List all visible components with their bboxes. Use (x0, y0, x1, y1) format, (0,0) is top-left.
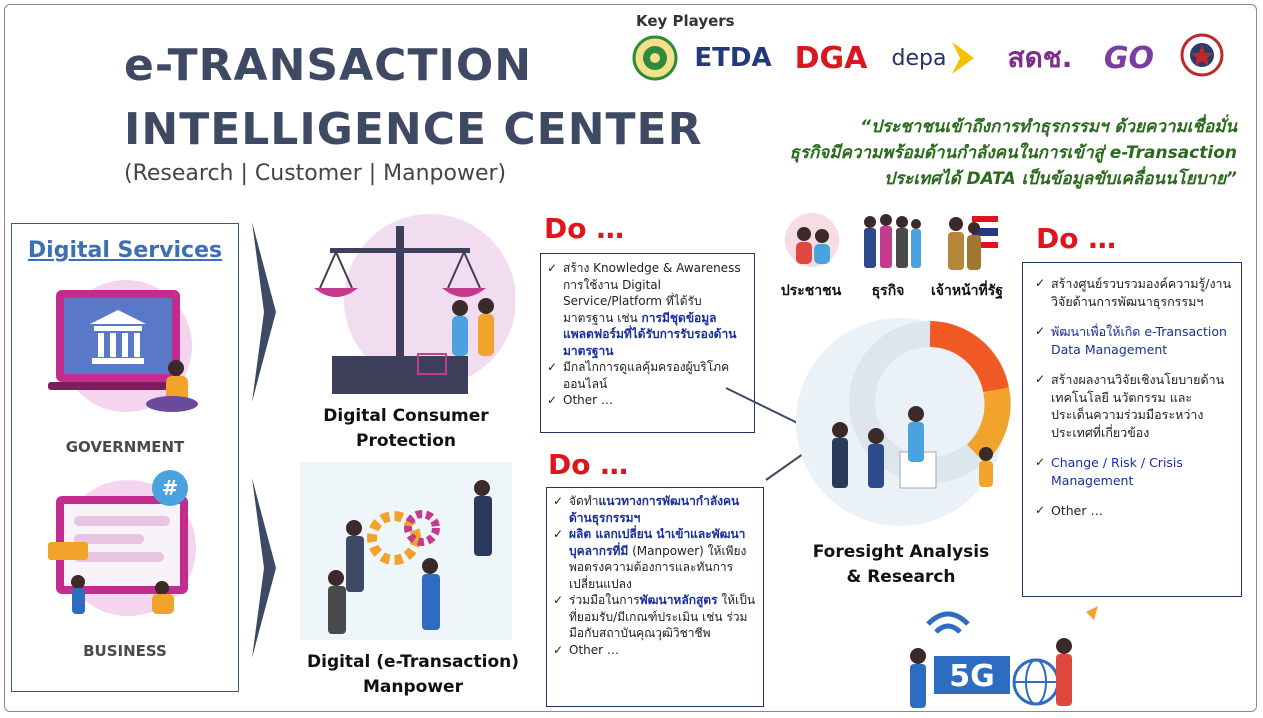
page-title-line1: e-TRANSACTION (124, 40, 533, 91)
key-players-title: Key Players (636, 12, 735, 30)
manpower-label-line2: Manpower (363, 677, 463, 697)
list-item: ร่วมมือในการพัฒนาหลักสูตร ให้เป็นที่ยอมร… (547, 592, 757, 642)
quote-line-3: ประเทศได้ DATA เป็นข้อมูลขับเคลื่อนนโยบา… (884, 169, 1237, 189)
list-item: ผลิต แลกเปลี่ยน นำเข้าและพัฒนาบุคลากรที่… (547, 526, 757, 592)
institute-emblem-logo (1180, 33, 1224, 77)
list-item: จัดทำแนวทางการพัฒนากำลังคนด้านธุรกรรมฯ (547, 493, 757, 526)
digital-services-title: Digital Services (27, 238, 223, 263)
manpower-illustration (296, 458, 516, 644)
foresight-label-line1: Foresight Analysis (812, 542, 990, 562)
vision-quote: “ประชาชนเข้าถึงการทำธุรกรรมฯ ด้วยความเชื… (597, 114, 1238, 192)
svg-text:#: # (162, 476, 179, 500)
go-logo: GO (1103, 40, 1155, 76)
nbtc-logo: สดช. (1007, 41, 1073, 74)
list-item: สร้างศูนย์รวบรวมองค์ความรู้/งานวิจัยด้าน… (1029, 275, 1233, 310)
foresight-label-line2: & Research (846, 567, 956, 587)
government-label: GOVERNMENT (65, 438, 185, 456)
5g-illustration: 5G (890, 602, 1106, 714)
quote-line-1: “ประชาชนเข้าถึงการทำธุรกรรมฯ ด้วยความเชื… (860, 117, 1237, 137)
page-title-line2: INTELLIGENCE CENTER (124, 104, 703, 155)
5g-badge: 5G (949, 659, 995, 694)
consumer-protection-do-heading: Do … (544, 212, 625, 245)
manpower-label: Digital (e-Transaction) Manpower (290, 650, 536, 700)
depa-logo: depa (891, 45, 947, 71)
dga-logo: DGA (794, 40, 868, 76)
item-text: สร้าง Knowledge & Awareness การใช้งาน Di… (563, 261, 741, 325)
business-label: BUSINESS (83, 642, 167, 660)
manpower-card: จัดทำแนวทางการพัฒนากำลังคนด้านธุรกรรมฯ ผ… (546, 487, 764, 707)
consumer-protection-label-line2: Protection (356, 431, 456, 451)
list-item: Other … (1029, 502, 1233, 520)
consumer-protection-label-line1: Digital Consumer (323, 406, 489, 426)
foresight-label: Foresight Analysis & Research (792, 540, 1010, 590)
foresight-card: สร้างศูนย์รวบรวมองค์ความรู้/งานวิจัยด้าน… (1022, 262, 1242, 597)
list-item: สร้างผลงานวิจัยเชิงนโยบายด้านเทคโนโลยี น… (1029, 371, 1233, 441)
item-highlight: พัฒนาหลักสูตร (639, 593, 718, 607)
list-item: Other … (547, 642, 757, 659)
item-text: ร่วมมือในการ (569, 593, 640, 607)
government-seal-logo (632, 35, 678, 81)
stakeholder-business-label: ธุรกิจ (871, 283, 905, 299)
list-item: พัฒนาเพื่อให้เกิด e-Transaction Data Man… (1029, 323, 1233, 358)
business-people-icon (856, 210, 926, 274)
item-text: ให้เป็นที่ยอมรับ/มีเกณฑ์ประเมิน เช่น ร่ว… (569, 593, 756, 640)
list-item: สร้าง Knowledge & Awareness การใช้งาน Di… (541, 260, 748, 359)
etda-logo: ETDA (694, 43, 772, 73)
manpower-label-line1: Digital (e-Transaction) (307, 652, 519, 672)
item-highlight: ผลิต แลกเปลี่ยน นำเข้าและพัฒนาบุคลากรที่… (569, 527, 746, 558)
depa-arrow-icon (950, 40, 976, 76)
digital-services-panel (11, 223, 239, 692)
chevron-right-icon (250, 222, 278, 402)
item-text: (Manpower) ให้เพียงพอตรงความต้องการและทั… (569, 543, 747, 591)
stakeholder-officer-label: เจ้าหน้าที่รัฐ (931, 283, 1003, 299)
list-item: Other … (541, 392, 748, 409)
citizen-icon (784, 212, 840, 270)
consumer-protection-card: สร้าง Knowledge & Awareness การใช้งาน Di… (540, 253, 755, 433)
list-item: Change / Risk / Crisis Management (1029, 454, 1233, 489)
page-subtitle: (Research | Customer | Manpower) (124, 161, 507, 186)
government-officer-icon (938, 210, 1002, 274)
page-frame (4, 4, 1257, 712)
item-text: จัดทำ (569, 494, 599, 508)
consumer-protection-label: Digital Consumer Protection (296, 404, 516, 454)
item-highlight: แนวทางการพัฒนากำลังคนด้านธุรกรรมฯ (569, 494, 740, 525)
business-illustration: # (44, 470, 212, 620)
chevron-right-icon (250, 478, 278, 658)
consumer-protection-illustration (300, 208, 516, 398)
foresight-illustration (780, 312, 1020, 532)
foresight-do-heading: Do … (1036, 222, 1117, 255)
quote-line-2: ธุรกิจมีความพร้อมด้านกำลังคนในการเข้าสู่… (789, 143, 1238, 163)
list-item: มีกลไกการดูแลคุ้มครองผู้บริโภคออนไลน์ (541, 359, 748, 392)
stakeholder-citizen-label: ประชาชน (780, 283, 842, 299)
government-illustration (42, 276, 210, 416)
item-highlight: การมีชุดข้อมูลแพลตฟอร์มที่ได้รับการรับรอ… (563, 310, 737, 358)
manpower-do-heading: Do … (548, 448, 629, 481)
